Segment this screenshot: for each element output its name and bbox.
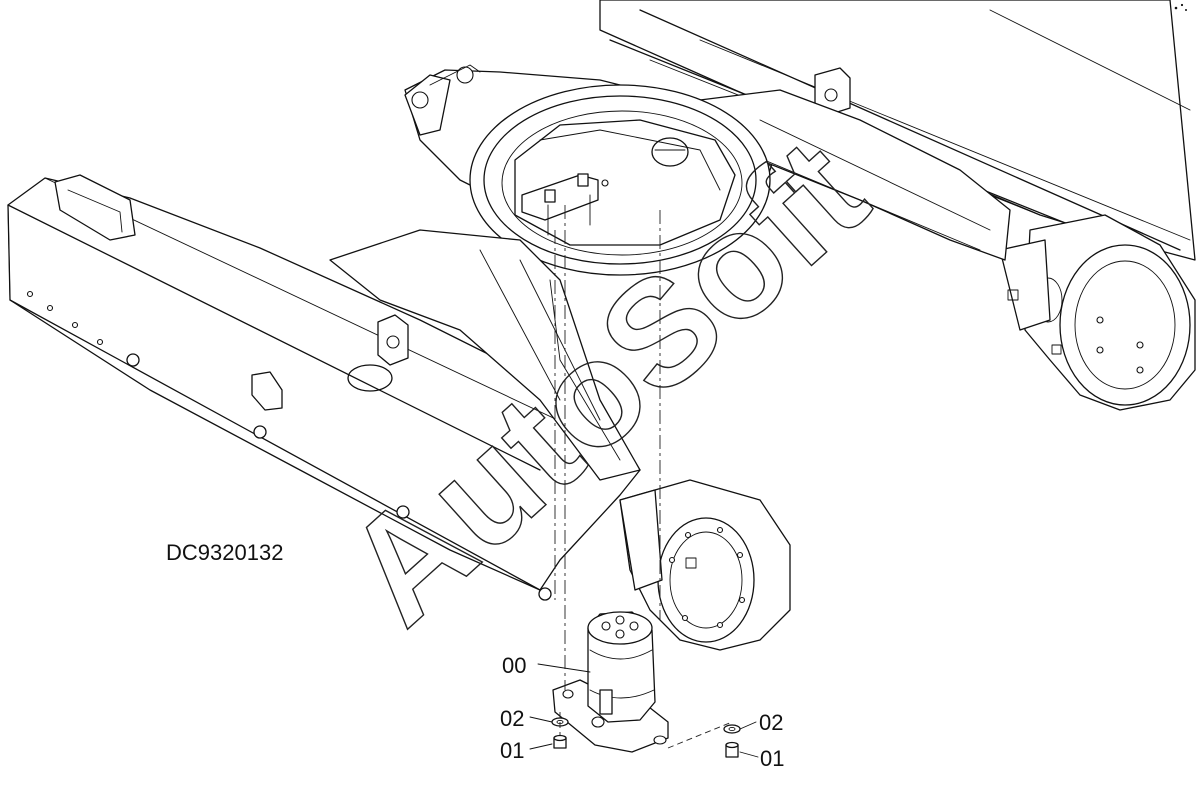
callout-01-left: 01 bbox=[500, 738, 524, 763]
washer-right bbox=[723, 724, 741, 734]
corner-marks bbox=[1174, 3, 1187, 11]
callout-02-left: 02 bbox=[500, 706, 524, 731]
bolt-left bbox=[553, 734, 567, 749]
swivel-joint bbox=[552, 611, 669, 753]
callout-leaders bbox=[529, 663, 759, 758]
drawing-code: DC9320132 bbox=[166, 540, 283, 565]
left-track-frame bbox=[7, 174, 641, 601]
left-motor-housing bbox=[619, 479, 791, 651]
callout-00: 00 bbox=[502, 653, 526, 678]
bolt-right bbox=[725, 741, 739, 758]
center-frame bbox=[404, 64, 1011, 276]
callout-01-right: 01 bbox=[760, 746, 784, 771]
assembly-lines bbox=[554, 205, 733, 749]
callout-02-right: 02 bbox=[759, 710, 783, 735]
